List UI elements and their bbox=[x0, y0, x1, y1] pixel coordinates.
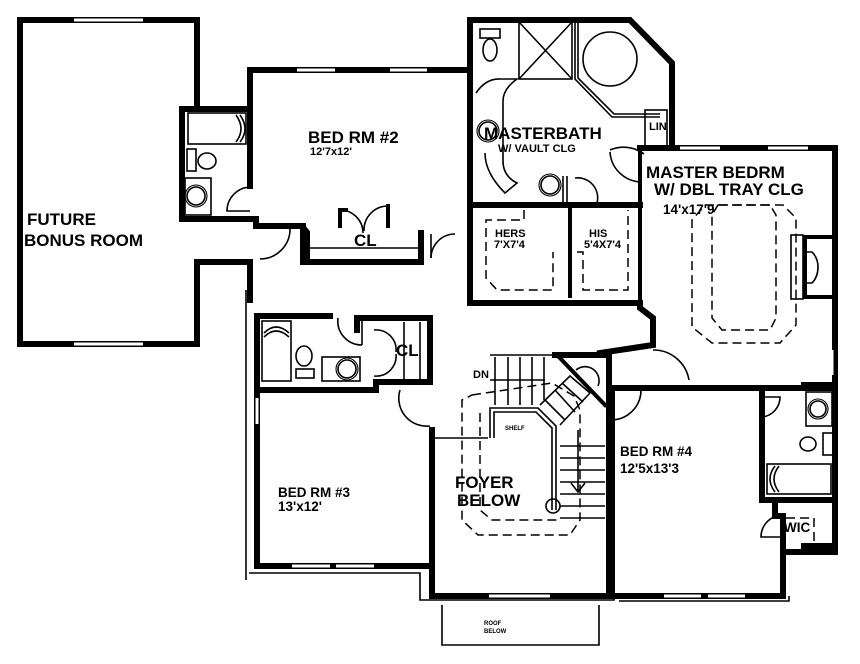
roof-label-2: BELOW bbox=[484, 629, 507, 635]
walk-in-closets bbox=[485, 210, 629, 291]
master-bedrm-label: MASTER BEDRM bbox=[646, 163, 785, 182]
masterbath-sub: W/ VAULT CLG bbox=[498, 143, 576, 155]
shelf-label: SHELF bbox=[505, 426, 525, 432]
bed-room-4 bbox=[609, 382, 838, 602]
foyer-label-1: FOYER bbox=[455, 473, 514, 492]
master-bath bbox=[467, 17, 675, 306]
bed3-dims: 13'x12' bbox=[278, 499, 322, 514]
his-dims: 5'4X7'4 bbox=[584, 239, 622, 251]
bed-room-2 bbox=[247, 67, 473, 265]
master-bedrm-sub: W/ DBL TRAY CLG bbox=[654, 180, 804, 199]
bonus-room bbox=[17, 17, 200, 347]
foyer-label-2: BELOW bbox=[457, 491, 521, 510]
bed2-label: BED RM #2 bbox=[308, 128, 399, 147]
bed2-closet-label: CL bbox=[354, 231, 377, 250]
hers-dims: 7'X7'4 bbox=[494, 239, 526, 251]
bonus-room-label-1: FUTURE bbox=[27, 210, 96, 229]
bed4-dims: 12'5x13'3 bbox=[620, 461, 679, 476]
bed4-label: BED RM #4 bbox=[620, 444, 693, 459]
bed2-dims: 12'7x12' bbox=[310, 146, 352, 158]
roof-label-1: ROOF bbox=[484, 621, 502, 627]
hall-bath-1 bbox=[179, 106, 253, 222]
wic-label: WIC bbox=[784, 520, 810, 535]
hall-closet-label: CL bbox=[396, 341, 419, 360]
bonus-corridor bbox=[194, 259, 253, 580]
hall-bath-3 bbox=[254, 313, 433, 393]
linen-label: LIN bbox=[649, 121, 667, 133]
masterbath-label: MASTERBATH bbox=[484, 124, 602, 143]
master-bedrm-dims: 14'x17'9 bbox=[663, 202, 714, 217]
stair-dn-label: DN bbox=[473, 369, 489, 381]
his-label: HIS bbox=[589, 228, 607, 240]
bed3-label: BED RM #3 bbox=[278, 485, 351, 500]
bonus-room-label-2: BONUS ROOM bbox=[24, 231, 143, 250]
hers-label: HERS bbox=[495, 228, 526, 240]
